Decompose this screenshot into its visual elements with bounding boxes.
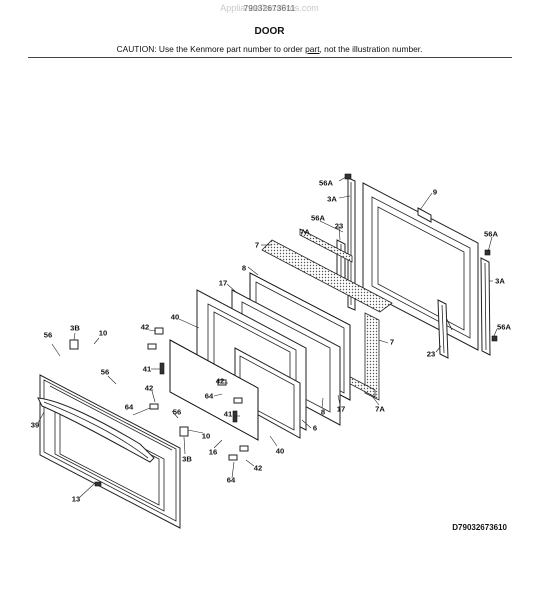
callout-7a-bottom: 7A [375,404,385,414]
callout-23-left: 23 [334,221,344,231]
callout-64-c: 64 [226,475,236,485]
insulation-top [261,239,393,313]
callout-8-top: 8 [241,263,247,273]
callout-13: 13 [71,494,81,504]
callout-9: 9 [432,187,438,197]
insulation-right [364,312,380,401]
callout-17-bottom: 17 [336,404,346,414]
door-rail-right [480,249,498,356]
callout-41-b: 41 [223,409,233,419]
callout-17-top: 17 [218,278,228,288]
callout-42-d: 42 [253,463,263,473]
insulation-strip-top [299,228,353,263]
callout-leaders [37,176,498,498]
glass-clips [147,327,249,461]
caution-note: CAUTION: Use the Kenmore part number to … [0,44,539,54]
callout-7-right: 7 [389,337,395,347]
outer-door-panel [39,374,181,529]
diagram-id: D79032673610 [452,523,507,532]
callout-41-a: 41 [142,364,152,374]
callout-64-a: 64 [204,391,214,401]
callout-6: 6 [312,423,318,433]
callout-42-a: 42 [140,322,150,332]
callout-16: 16 [208,447,218,457]
callout-56-right: 56 [172,407,182,417]
header-divider [28,57,512,58]
callout-10-right: 10 [201,431,211,441]
caution-part-link[interactable]: part [305,44,320,54]
part-list-id: 79032673611 [243,4,296,13]
callout-56a-right-bottom: 56A [497,322,511,332]
callout-3a-right: 3A [495,276,505,286]
caution-prefix: CAUTION: Use the Kenmore part number to … [116,44,306,54]
hinge-right [437,299,449,359]
inner-door-liner [362,182,479,351]
callout-42-b: 42 [144,383,154,393]
door-handle [37,397,155,463]
bracket-left [69,339,79,350]
callout-3a-left: 3A [327,194,337,204]
watermark: AppliancePartsPros.com [220,3,319,13]
callout-42-c: 42 [215,376,225,386]
callout-7-top: 7 [254,240,260,250]
page-title: DOOR [254,26,285,37]
callout-40-top: 40 [170,312,180,322]
callout-10-left: 10 [98,328,108,338]
callout-3b-right: 3B [182,454,192,464]
callout-56a-top: 56A [319,178,333,188]
callout-56-left: 56 [43,330,53,340]
caution-suffix: , not the illustration number. [319,44,423,54]
callout-7a-top: 7A [300,227,310,237]
callout-56-mid: 56 [100,367,110,377]
callout-64-b: 64 [124,402,134,412]
callout-56a-mid: 56A [311,213,325,223]
callout-3b-left: 3B [70,323,80,333]
callout-39: 39 [30,420,40,430]
bracket-right [179,426,189,437]
callout-56a-right-top: 56A [484,229,498,239]
callout-8-bottom: 8 [320,407,326,417]
callout-40-bottom: 40 [275,446,285,456]
callout-23-right: 23 [426,349,436,359]
